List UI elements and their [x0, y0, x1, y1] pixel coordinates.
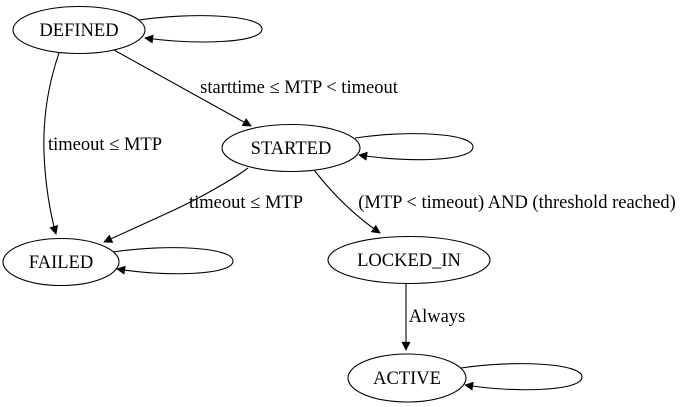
- state-node-locked-in: LOCKED_IN: [327, 235, 491, 285]
- edge-defined-to-failed: [43, 52, 60, 235]
- state-node-active: ACTIVE: [347, 353, 467, 403]
- self-loop-active: [460, 363, 583, 391]
- state-label-failed: FAILED: [29, 253, 93, 273]
- self-loop-started: [354, 133, 474, 161]
- edge-label-started-to-failed: timeout ≤ MTP: [189, 193, 303, 213]
- state-ellipse-failed: [2, 237, 120, 287]
- state-ellipse-locked-in: [327, 235, 491, 285]
- self-loop-failed: [112, 247, 234, 275]
- state-ellipse-defined: [12, 5, 146, 55]
- edge-label-layer: starttime ≤ MTP < timeout timeout ≤ MTP …: [48, 78, 676, 327]
- state-label-locked-in: LOCKED_IN: [357, 251, 461, 271]
- edge-started-to-failed: [103, 167, 249, 243]
- state-ellipse-started: [221, 123, 361, 173]
- self-loop-defined: [138, 15, 263, 44]
- edge-label-defined-to-started: starttime ≤ MTP < timeout: [200, 78, 399, 98]
- edge-defined-to-started: [113, 49, 252, 127]
- edge-label-defined-to-failed: timeout ≤ MTP: [48, 135, 162, 155]
- state-label-started: STARTED: [251, 139, 332, 159]
- state-node-failed: FAILED: [2, 237, 120, 287]
- edge-label-started-to-locked-in: (MTP < timeout) AND (threshold reached): [358, 193, 676, 213]
- edge-started-to-locked-in: [313, 169, 381, 234]
- state-node-defined: DEFINED: [12, 5, 146, 55]
- state-node-started: STARTED: [221, 123, 361, 173]
- state-ellipse-active: [347, 353, 467, 403]
- node-layer: DEFINED STARTED FAILED LOCKED_IN ACTIVE: [2, 5, 491, 403]
- state-label-active: ACTIVE: [373, 369, 441, 389]
- edge-label-locked-in-to-active: Always: [409, 307, 466, 327]
- edge-layer: [43, 15, 583, 391]
- state-label-defined: DEFINED: [39, 21, 118, 41]
